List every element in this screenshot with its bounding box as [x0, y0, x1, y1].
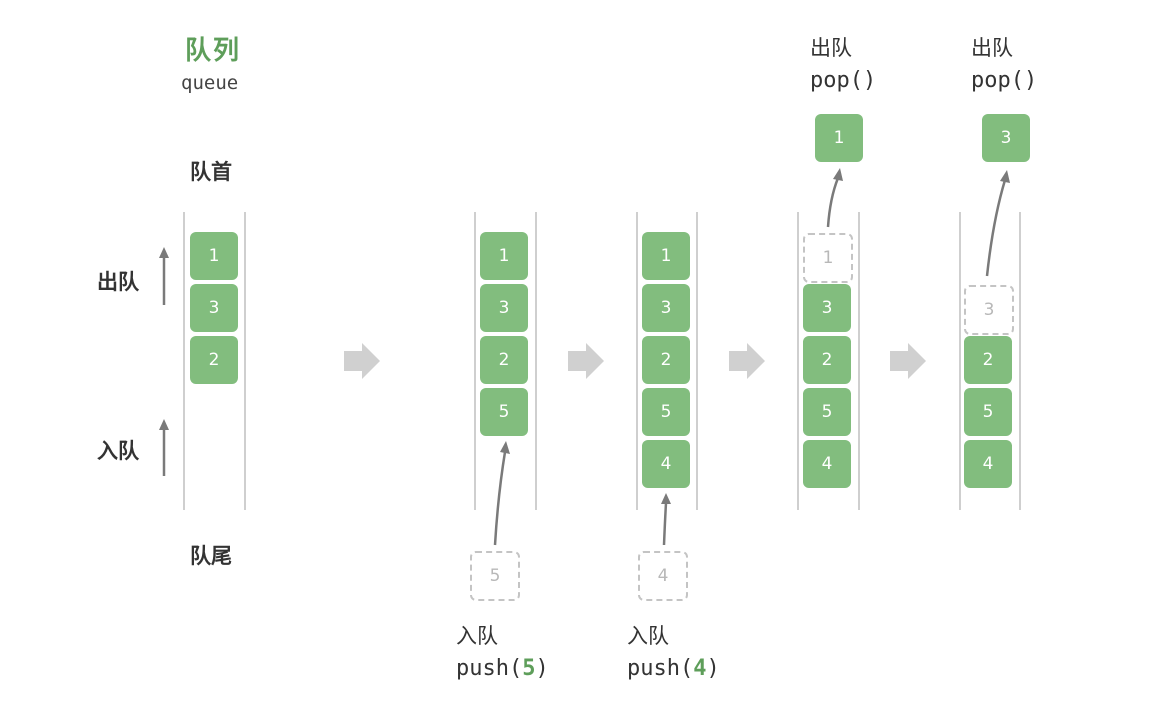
queue-item: 3	[480, 284, 528, 332]
pop-op-label: 出队	[810, 36, 852, 60]
diagram-subtitle: queue	[181, 72, 239, 94]
stack-4-right-rail	[1019, 212, 1021, 510]
curved-arrow-icon	[493, 441, 510, 546]
stack-3-right-rail	[858, 212, 860, 510]
queue-head-label: 队首	[190, 160, 232, 184]
queue-item: 4	[964, 440, 1012, 488]
queue-item: 2	[642, 336, 690, 384]
queue-item: 5	[480, 388, 528, 436]
up-arrow-icon	[159, 419, 169, 476]
popped-item: 3	[982, 114, 1030, 162]
enqueue-label: 入队	[97, 439, 139, 463]
stack-2-left-rail	[636, 212, 638, 510]
queue-item: 3	[190, 284, 238, 332]
diagram-title: 队列	[185, 36, 242, 66]
queue-item: 5	[803, 388, 851, 436]
curved-arrow-icon	[985, 170, 1010, 277]
pushed-item-ghost: 4	[638, 551, 688, 601]
stack-0-left-rail	[183, 212, 185, 510]
pop-op-label: 出队	[971, 36, 1013, 60]
queue-item: 2	[190, 336, 238, 384]
queue-item: 2	[480, 336, 528, 384]
push-op-code: push(5)	[456, 656, 549, 681]
queue-item: 2	[964, 336, 1012, 384]
removed-item-ghost: 3	[964, 285, 1014, 335]
push-op-code: push(4)	[627, 656, 720, 681]
pop-op-code: pop()	[810, 68, 877, 93]
curved-arrow-icon	[826, 168, 843, 228]
pushed-item-ghost: 5	[470, 551, 520, 601]
queue-item: 3	[642, 284, 690, 332]
queue-item: 3	[803, 284, 851, 332]
stack-3-left-rail	[797, 212, 799, 510]
up-arrow-icon	[159, 247, 169, 305]
step-arrow-icon	[729, 343, 765, 379]
popped-item: 1	[815, 114, 863, 162]
stack-2-right-rail	[696, 212, 698, 510]
step-arrow-icon	[890, 343, 926, 379]
stack-1-left-rail	[474, 212, 476, 510]
curved-arrow-icon	[661, 493, 671, 546]
queue-item: 1	[190, 232, 238, 280]
pop-op-code: pop()	[971, 68, 1038, 93]
removed-item-ghost: 1	[803, 233, 853, 283]
step-arrow-icon	[344, 343, 380, 379]
push-op-label: 入队	[627, 624, 669, 648]
queue-tail-label: 队尾	[190, 544, 232, 568]
stack-0-right-rail	[244, 212, 246, 510]
queue-item: 1	[642, 232, 690, 280]
stack-1-right-rail	[535, 212, 537, 510]
queue-item: 5	[964, 388, 1012, 436]
stack-4-left-rail	[959, 212, 961, 510]
queue-item: 5	[642, 388, 690, 436]
queue-item: 1	[480, 232, 528, 280]
dequeue-label: 出队	[97, 270, 139, 294]
push-op-label: 入队	[456, 624, 498, 648]
queue-item: 4	[642, 440, 690, 488]
queue-item: 2	[803, 336, 851, 384]
step-arrow-icon	[568, 343, 604, 379]
queue-item: 4	[803, 440, 851, 488]
